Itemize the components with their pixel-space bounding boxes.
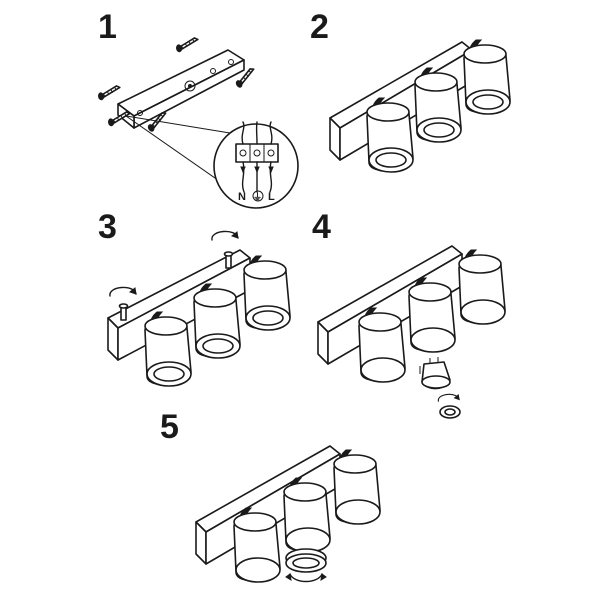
- step-1: 1: [96, 8, 299, 209]
- step-5: 5: [160, 408, 381, 583]
- wiring-detail: N ⏚ L: [125, 115, 299, 209]
- step-number-5: 5: [160, 408, 179, 446]
- wire-label-neutral: N: [238, 191, 246, 203]
- fixing-screws: [118, 251, 234, 321]
- gu10-bulb: [419, 357, 451, 390]
- step-number-4: 4: [312, 208, 331, 246]
- step-number-2: 2: [310, 8, 329, 46]
- step-3: 3: [98, 208, 291, 387]
- wire-label-live: L: [268, 191, 275, 203]
- glass-cover-ring: [285, 548, 327, 573]
- rotate-arrow-icon: [285, 573, 327, 583]
- step-2: 2: [310, 8, 511, 173]
- mounting-plate: [117, 49, 245, 129]
- retaining-ring: [437, 393, 461, 419]
- wire-label-earth: ⏚: [253, 192, 262, 202]
- step-number-1: 1: [98, 8, 117, 46]
- step-4: 4: [312, 208, 506, 419]
- step-number-3: 3: [98, 208, 117, 246]
